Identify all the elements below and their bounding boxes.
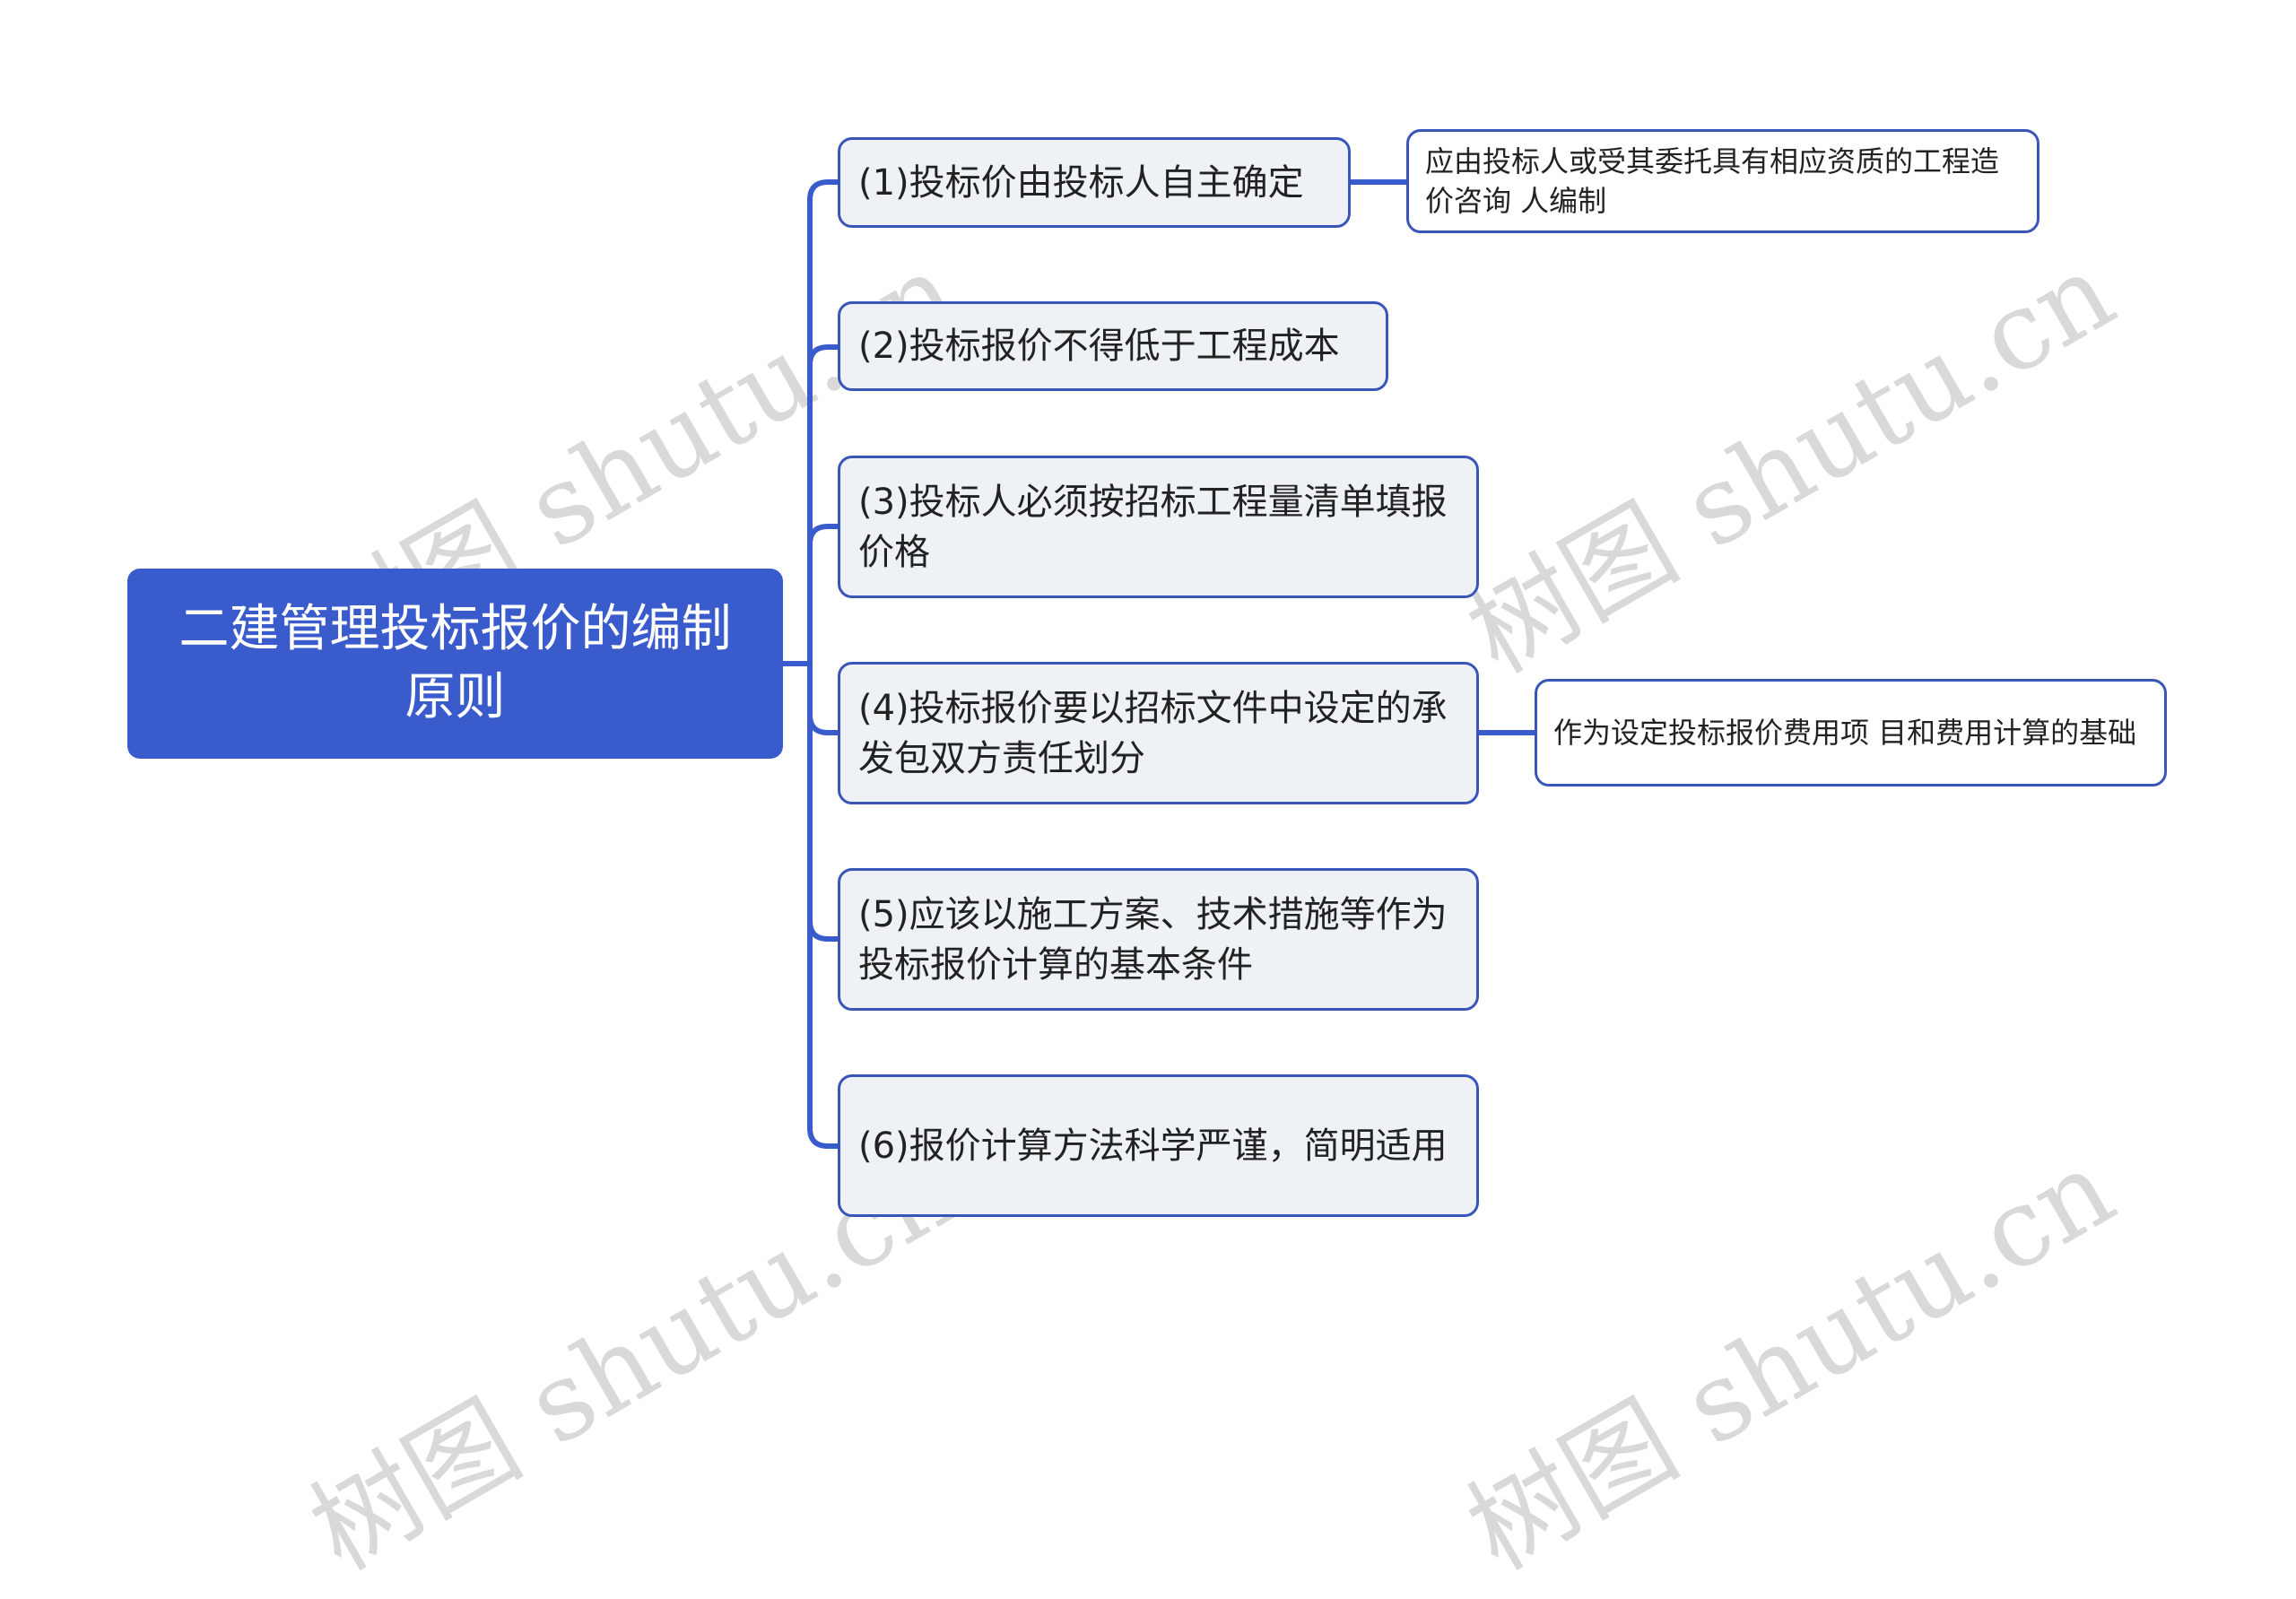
detail-node-1[interactable]: 应由投标人或受其委托具有相应资质的工程造价咨询 人编制	[1406, 129, 2039, 233]
branch-node-6[interactable]: (6)报价计算方法科学严谨，简明适用	[838, 1074, 1479, 1217]
detail-node-4[interactable]: 作为设定投标报价费用项 目和费用计算的基础	[1535, 679, 2167, 786]
branch-node-4[interactable]: (4)投标报价要以招标文件中设定的承发包双方责任划分	[838, 662, 1479, 804]
branch-label: (4)投标报价要以招标文件中设定的承发包双方责任划分	[858, 687, 1448, 779]
root-label: 二建管理投标报价的编制原则	[178, 600, 732, 726]
branch-label: (3)投标人必须按招标工程量清单填报价格	[858, 481, 1448, 573]
branch-node-2[interactable]: (2)投标报价不得低于工程成本	[838, 301, 1388, 391]
branch-label: (6)报价计算方法科学严谨，简明适用	[858, 1125, 1448, 1167]
branch-node-3[interactable]: (3)投标人必须按招标工程量清单填报价格	[838, 456, 1479, 598]
branch-node-1[interactable]: (1)投标价由投标人自主确定	[838, 137, 1351, 228]
branch-label: (1)投标价由投标人自主确定	[858, 161, 1304, 204]
root-node[interactable]: 二建管理投标报价的编制原则	[127, 569, 783, 759]
branch-label: (5)应该以施工方案、技术措施等作为投标报价计算的基本条件	[858, 893, 1448, 986]
connector-lines	[780, 179, 1537, 1149]
branch-node-5[interactable]: (5)应该以施工方案、技术措施等作为投标报价计算的基本条件	[838, 868, 1479, 1011]
detail-label: 作为设定投标报价费用项 目和费用计算的基础	[1553, 716, 2137, 750]
detail-label: 应由投标人或受其委托具有相应资质的工程造价咨询 人编制	[1425, 144, 2000, 218]
branch-label: (2)投标报价不得低于工程成本	[858, 326, 1340, 367]
mindmap-canvas: 树图 shutu.cn 树图 shutu.cn 树图 shutu.cn 树图 s…	[127, 129, 2167, 1595]
